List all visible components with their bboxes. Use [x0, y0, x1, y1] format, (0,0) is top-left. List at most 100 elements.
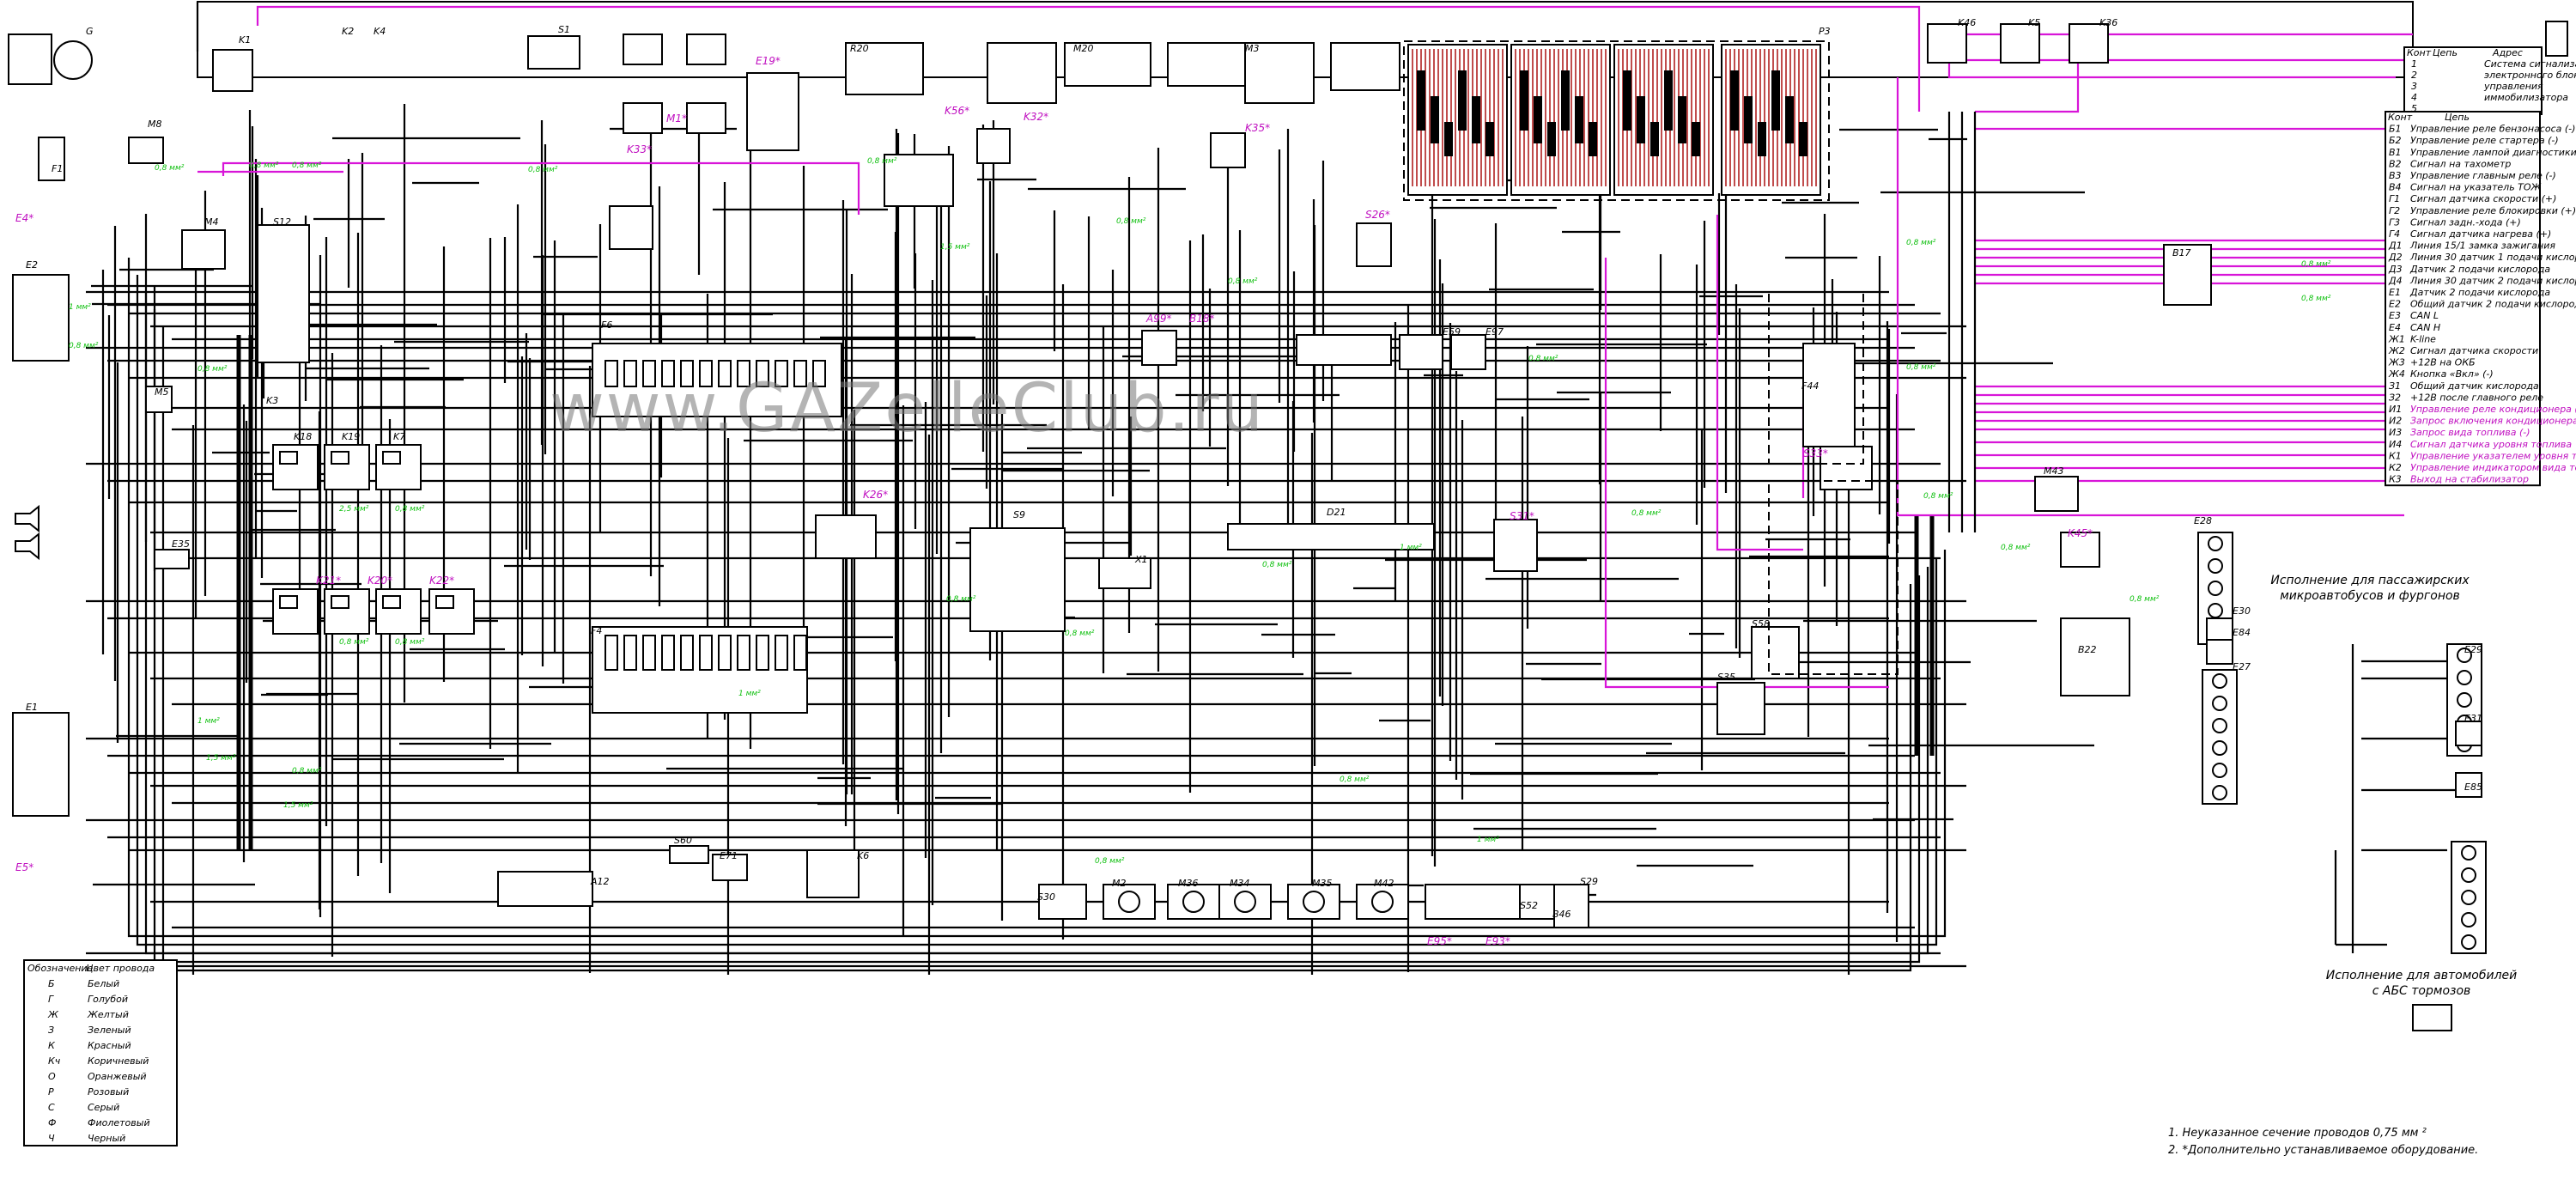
wire-table-color: Оранжевый [88, 1071, 147, 1082]
contact-main-pin: И2 [2389, 416, 2402, 427]
component-label: S35 [1717, 672, 1735, 683]
optional-component-label: M1* [666, 113, 687, 125]
contact-top-pin: 1 [2411, 58, 2417, 70]
fuse [812, 360, 826, 387]
optional-component-label: K35* [1245, 122, 1270, 134]
wire-gauge-label: 1 мм² [1477, 836, 1499, 844]
variant-heading-2-line1: Исполнение для автомобилей [2326, 969, 2518, 982]
optional-wire [1604, 258, 1889, 689]
fuse [793, 360, 807, 387]
relay-k1 [212, 49, 253, 92]
switch-block [884, 154, 954, 207]
switch-s31 [1493, 519, 1538, 572]
relay-k2b [623, 102, 663, 134]
wire-gauge-label: 0,8 мм² [2129, 595, 2160, 604]
contact-top-addr: иммобилизатора [2484, 92, 2568, 103]
wire-gauge-label: 0,8 мм² [249, 161, 279, 170]
contact-top-border [2403, 46, 2543, 115]
lamp-symbol [2208, 581, 2223, 596]
optional-component-label: A99* [1145, 313, 1171, 325]
optional-component-label: K45* [2068, 527, 2093, 539]
lamp-symbol [2212, 740, 2227, 756]
variant-heading-2-line2: с АБС тормозов [2372, 984, 2471, 998]
sensor-b17 [2163, 244, 2212, 306]
optional-component-label: E19* [756, 55, 781, 67]
contact-main-pin: Е2 [2389, 299, 2401, 310]
wire-table-color: Белый [88, 978, 119, 989]
note-2: 2. *Дополнительно устанавливаемое оборуд… [2168, 1144, 2478, 1157]
ecu-pin-block [1520, 70, 1528, 131]
relay-k5 [2000, 23, 2040, 64]
fuse [793, 635, 807, 671]
component-label: F6 [601, 319, 612, 331]
switch-e19 [746, 72, 799, 151]
wire-gauge-label: 0,8 мм² [155, 164, 185, 173]
headlamp-e2 [12, 274, 70, 362]
wire-table-code: Б [48, 978, 55, 989]
contact-main-pin: И3 [2389, 427, 2402, 438]
relay-coil [279, 595, 298, 609]
ecu-pin-block [1664, 70, 1673, 131]
wire-gauge-label: 0,8 мм² [69, 342, 99, 350]
contact-main-pin: И4 [2389, 439, 2402, 450]
relay-coil [279, 451, 298, 465]
component-label: E71 [720, 850, 738, 861]
relay-coil [382, 451, 401, 465]
wire-gauge-label: 1 мм² [1400, 544, 1422, 552]
fuse-block-f44 [1802, 343, 1856, 447]
wire-table-color: Голубой [88, 994, 128, 1005]
contact-main-circuit: Датчик 2 подачи кислорода [2409, 287, 2550, 298]
wire-table-code: Ч [48, 1133, 55, 1144]
component-label: S1 [558, 24, 570, 35]
optional-component-label: S33* [1803, 447, 1828, 459]
sensor-b22 [2060, 617, 2130, 696]
lamp-e84 [2206, 639, 2233, 665]
switch-s58 [1751, 626, 1800, 679]
contact-main-circuit: Сигнал датчика скорости (+) [2410, 193, 2556, 204]
fuse [718, 360, 732, 387]
optional-wire [1975, 52, 2080, 113]
wire-table-code: Г [48, 994, 54, 1005]
wire-table-color: Желтый [87, 1009, 129, 1020]
fuse [737, 635, 750, 671]
contact-main-circuit: Управление реле бензонасоса (-) [2410, 124, 2575, 135]
switch-s9 [969, 527, 1066, 632]
component-label: K6 [857, 850, 869, 861]
motor-m4 [181, 229, 226, 270]
fuse [642, 635, 656, 671]
wire-gauge-label: 0,8 мм² [197, 365, 228, 374]
component-label: B22 [2078, 644, 2097, 655]
loop-wire [153, 309, 1921, 964]
connector-a12 [497, 871, 593, 907]
lamp-e71 [712, 854, 748, 881]
ecu-pin-block [1623, 70, 1631, 131]
wire-gauge-label: 0,8 мм² [1631, 509, 1662, 518]
contact-main-pin: Б1 [2389, 124, 2402, 135]
relay-coil [331, 595, 349, 609]
wire-table-code: К [48, 1040, 56, 1051]
wire-table-color: Серый [88, 1102, 119, 1113]
optional-component-label: K32* [1024, 111, 1048, 123]
contact-main-pin: В4 [2389, 182, 2402, 193]
wire-table-color: Фиолетовый [88, 1117, 150, 1128]
relay-k26 [815, 514, 877, 559]
fuse [661, 360, 675, 387]
lamp-group-e27 [2202, 669, 2238, 805]
gauge-r20 [845, 42, 924, 95]
gauge-block [1064, 42, 1151, 87]
component-label: M5 [155, 386, 169, 398]
contact-main-pin: З2 [2389, 392, 2401, 403]
component-label: K18 [294, 431, 312, 442]
component-label: K7 [393, 431, 405, 442]
lamp-symbol [2457, 670, 2472, 685]
lamp-symbol [2208, 536, 2223, 551]
component-label: A12 [590, 876, 610, 887]
motor-m5 [145, 386, 173, 413]
component-label: K5 [2028, 17, 2040, 28]
contact-main-circuit: Линия 15/1 замка зажигания [2409, 240, 2555, 252]
ecu-pin-block [1444, 122, 1453, 156]
gauge-block-3 [1330, 42, 1400, 91]
wire-gauge-label: 0,8 мм² [2001, 544, 2031, 552]
lamp-symbol [2461, 867, 2476, 883]
